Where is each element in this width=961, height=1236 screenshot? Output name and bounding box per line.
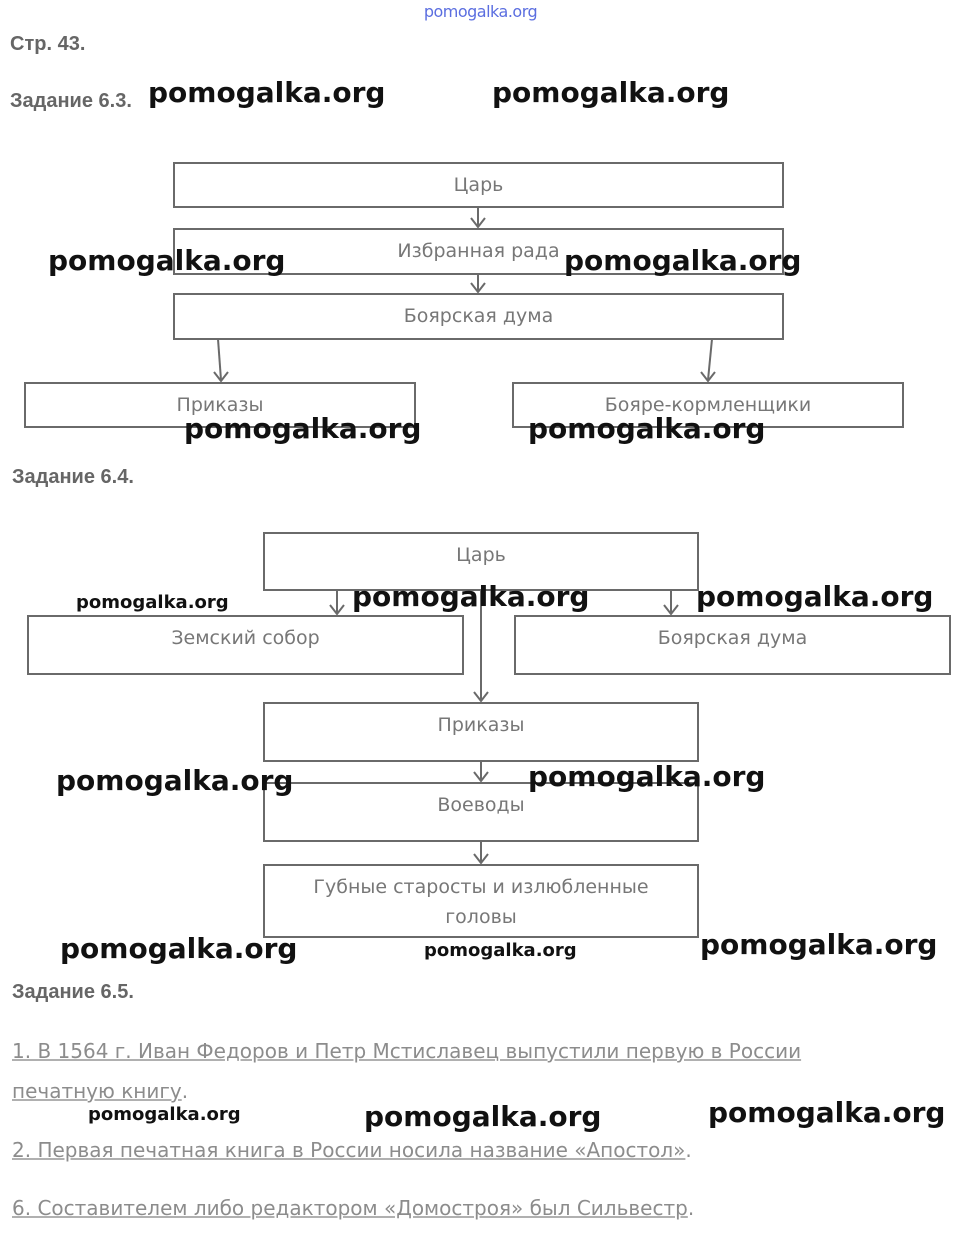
- box-boyarskaya-duma-6-4: Боярская дума: [514, 615, 951, 675]
- watermark: pomogalka.org: [76, 592, 229, 613]
- watermark: pomogalka.org: [492, 76, 730, 109]
- box-prikazy-6-4: Приказы: [263, 702, 699, 762]
- watermark: pomogalka.org: [700, 928, 938, 961]
- box-voevody: Воеводы: [263, 782, 699, 842]
- task-6-5-title: Задание 6.5.: [12, 981, 134, 1003]
- answer-text[interactable]: 2. Первая печатная книга в России носила…: [12, 1138, 686, 1162]
- task-6-4-title: Задание 6.4.: [12, 466, 134, 488]
- answer-period: .: [687, 1196, 695, 1220]
- watermark: pomogalka.org: [528, 412, 766, 445]
- answer-line-1b[interactable]: печатную книгу.: [12, 1071, 188, 1111]
- box-label: Бояре-кормленщики: [604, 394, 812, 416]
- box-label: Боярская дума: [657, 627, 808, 649]
- answer-text[interactable]: печатную книгу: [12, 1079, 182, 1103]
- box-label: Приказы: [437, 714, 525, 736]
- page-reference: Стр. 43.: [10, 33, 86, 55]
- box-label: Земский собор: [171, 627, 320, 649]
- answer-line-2[interactable]: 2. Первая печатная книга в России носила…: [12, 1130, 692, 1170]
- box-label: Губные старосты и излюбленные головы: [313, 876, 649, 928]
- site-watermark-top: pomogalka.org: [423, 2, 538, 21]
- watermark: pomogalka.org: [528, 760, 766, 793]
- box-boyare-kormlenshchiki: Бояре-кормленщики: [512, 382, 904, 428]
- watermark: pomogalka.org: [56, 764, 294, 797]
- box-gubnye-starosty: Губные старосты и излюбленные головы: [263, 864, 699, 938]
- watermark: pomogalka.org: [148, 76, 386, 109]
- task-6-3-title: Задание 6.3.: [10, 90, 132, 112]
- answer-text[interactable]: 6. Составителем либо редактором «Домостр…: [12, 1196, 688, 1220]
- box-label: Боярская дума: [403, 305, 554, 327]
- watermark: pomogalka.org: [60, 932, 298, 965]
- watermark: pomogalka.org: [184, 412, 422, 445]
- box-zemsky-sobor: Земский собор: [27, 615, 464, 675]
- watermark: pomogalka.org: [48, 244, 286, 277]
- arrow-duma-to-kormlenshchiki: [707, 338, 713, 381]
- answer-text[interactable]: 1. В 1564 г. Иван Федоров и Петр Мстисла…: [12, 1039, 802, 1063]
- watermark: pomogalka.org: [424, 940, 577, 961]
- watermark: pomogalka.org: [708, 1096, 946, 1129]
- watermark: pomogalka.org: [564, 244, 802, 277]
- box-label: Воеводы: [437, 794, 525, 816]
- box-prikazy-6-3: Приказы: [24, 382, 416, 428]
- watermark: pomogalka.org: [364, 1100, 602, 1133]
- box-izbrannaya-rada: Избранная рада: [173, 228, 784, 275]
- answer-line-1a[interactable]: 1. В 1564 г. Иван Федоров и Петр Мстисла…: [12, 1031, 801, 1071]
- answer-period: .: [685, 1138, 692, 1162]
- box-boyarskaya-duma-6-3: Боярская дума: [173, 293, 784, 340]
- answer-line-3[interactable]: 6. Составителем либо редактором «Домостр…: [12, 1188, 694, 1228]
- watermark: pomogalka.org: [88, 1104, 241, 1125]
- box-tsar-6-3: Царь: [173, 162, 784, 208]
- watermark: pomogalka.org: [352, 580, 590, 613]
- arrow-duma-to-prikazy: [217, 338, 222, 381]
- box-label: Приказы: [176, 394, 264, 416]
- box-label: Царь: [453, 174, 504, 196]
- watermark: pomogalka.org: [696, 580, 934, 613]
- box-label: Царь: [456, 544, 506, 566]
- answer-period: .: [181, 1079, 189, 1103]
- box-tsar-6-4: Царь: [263, 532, 699, 591]
- box-label: Избранная рада: [397, 240, 560, 262]
